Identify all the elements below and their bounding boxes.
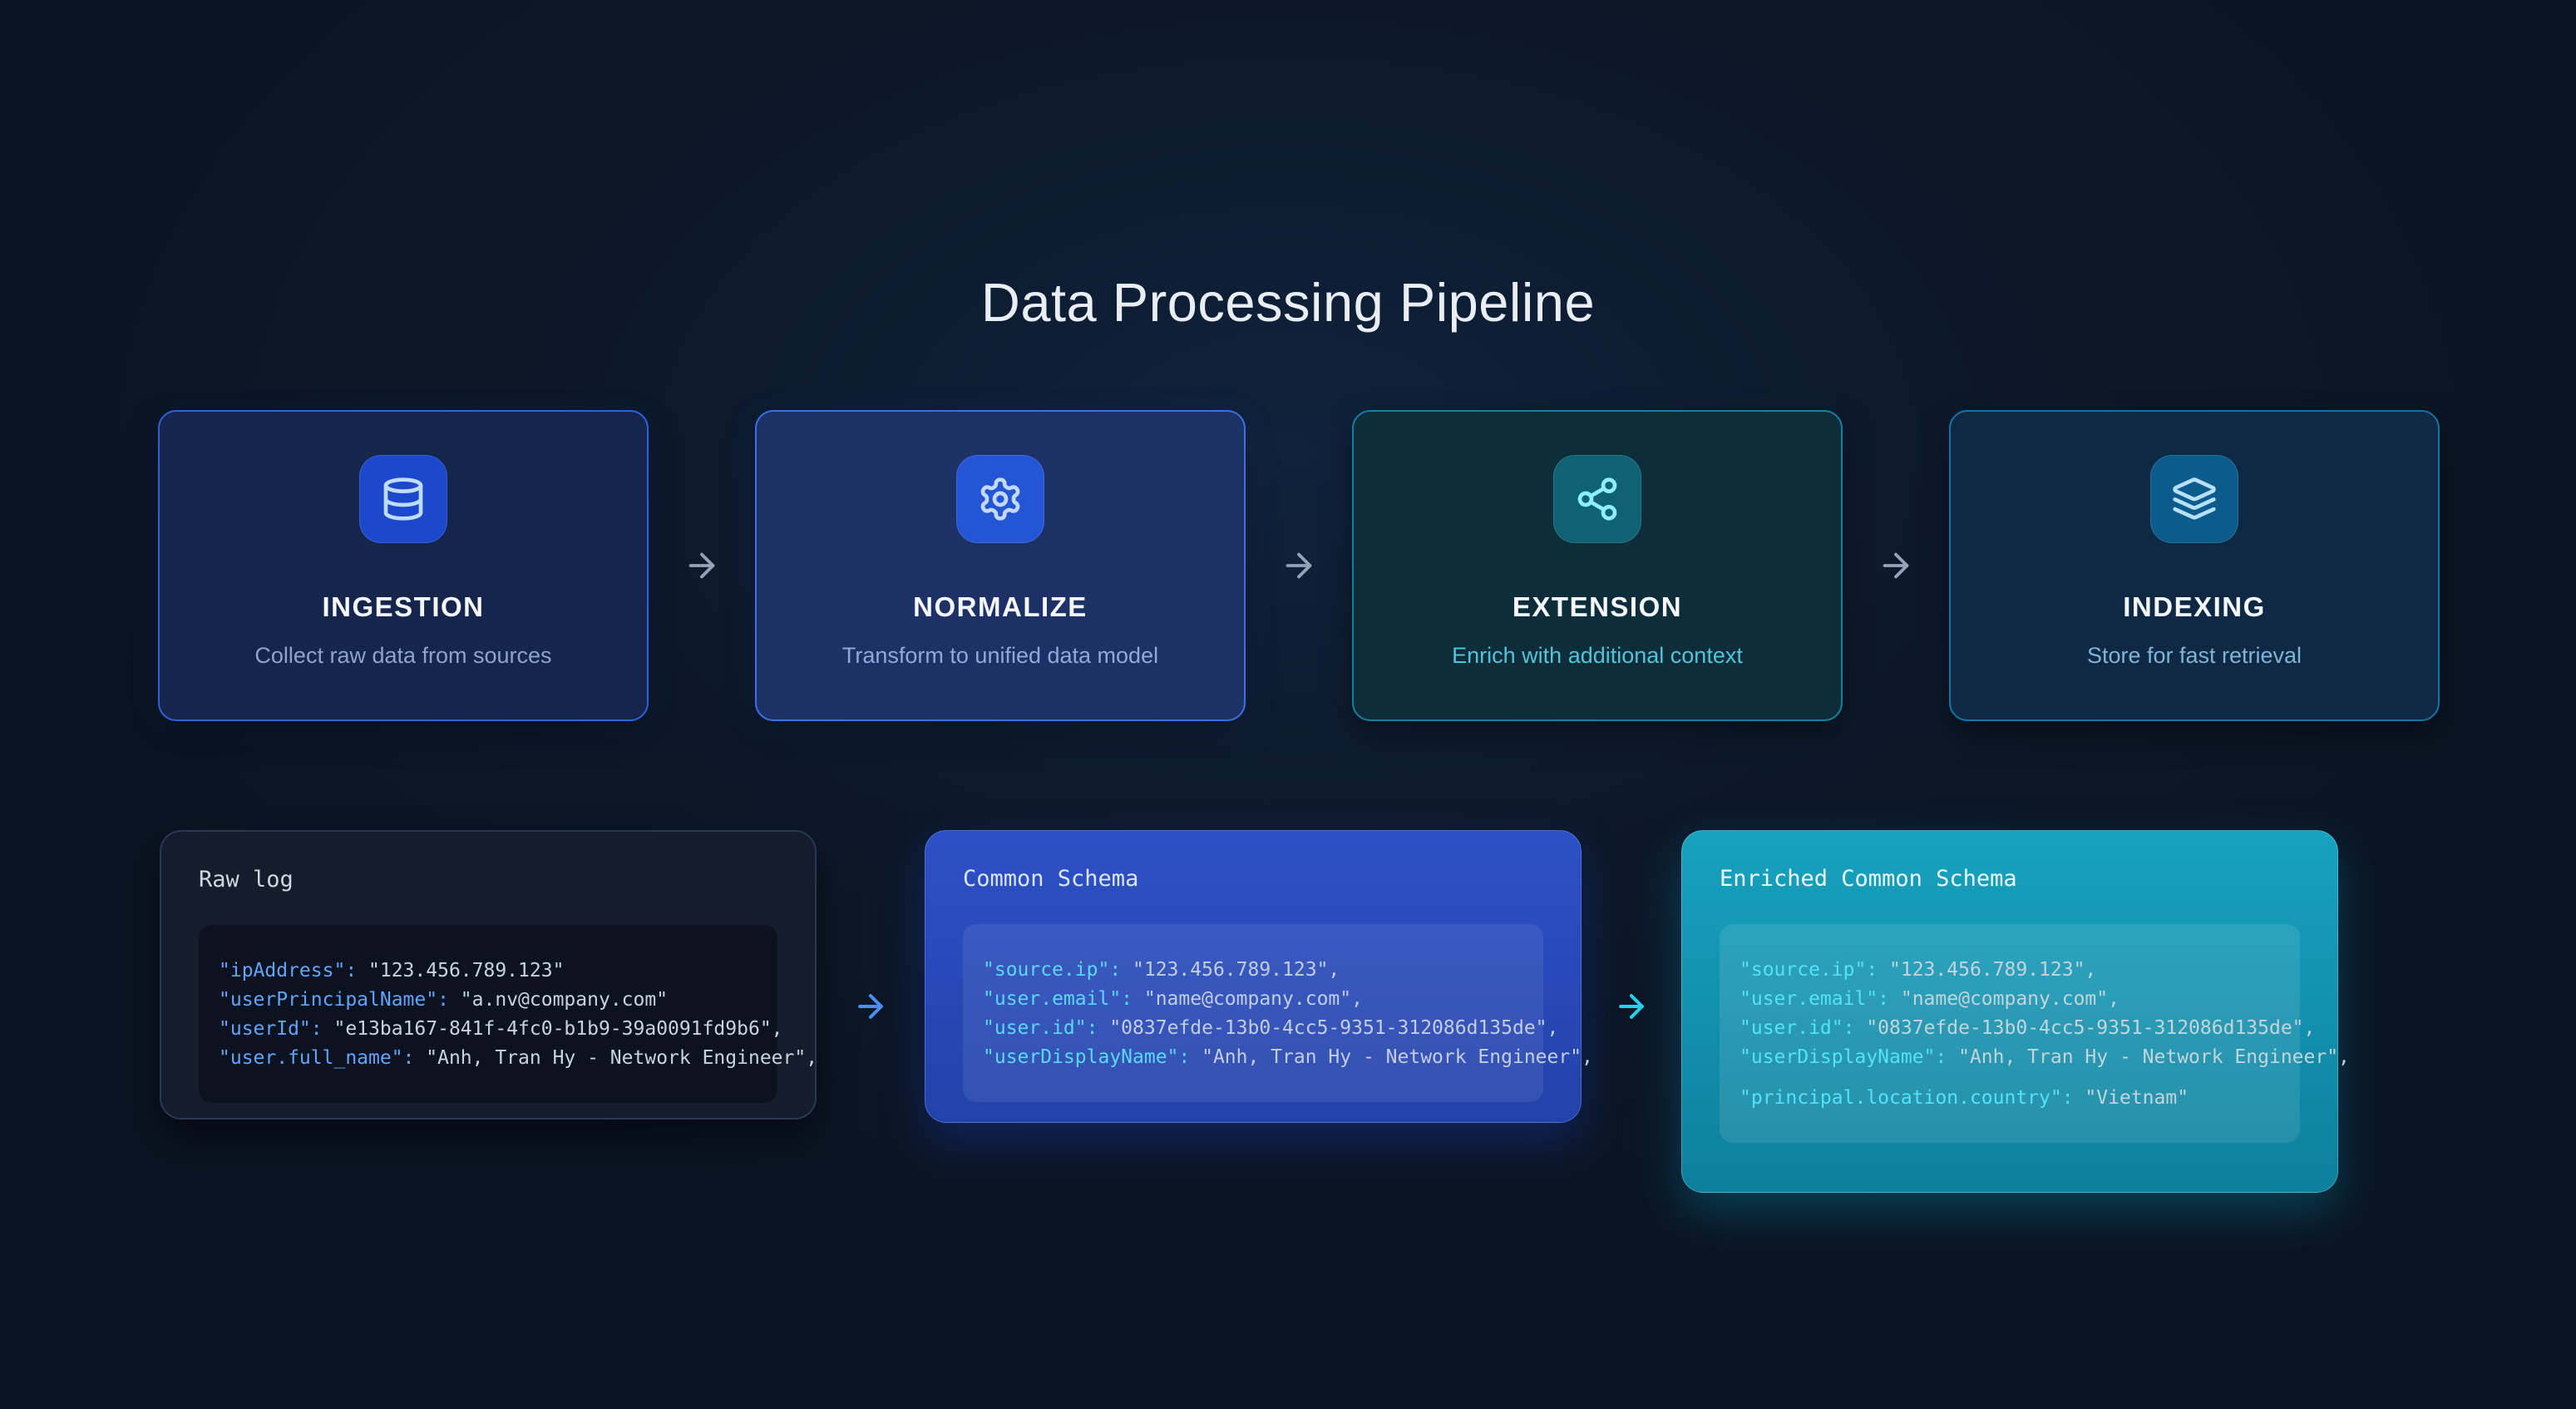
code-line: "userDisplayName": "Anh, Tran Hy - Netwo… <box>983 1046 1593 1068</box>
stage-description: Collect raw data from sources <box>254 643 552 668</box>
code-line: "user.id": "0837efde-13b0-4cc5-9351-3120… <box>983 1017 1559 1039</box>
schema-title: Enriched Common Schema <box>1720 866 2017 892</box>
code-line: "ipAddress": "123.456.789.123" <box>219 960 565 981</box>
schema-title: Raw log <box>199 867 294 892</box>
code-line: "userPrincipalName": "a.nv@company.com" <box>219 989 669 1011</box>
stage-description: Transform to unified data model <box>841 643 1159 668</box>
code-line: "userId": "e13ba167-841f-4fc0-b1b9-39a00… <box>219 1018 783 1040</box>
schema-card-enriched-common-schema: Enriched Common Schema "source.ip": "123… <box>1681 830 2350 1193</box>
page-title: Data Processing Pipeline <box>980 271 1596 333</box>
schema-title: Common Schema <box>963 866 1139 892</box>
stage-description: Enrich with additional context <box>1452 643 1743 668</box>
arrow-right-icon <box>1613 988 1650 1025</box>
code-line: "user.email": "name@company.com", <box>983 988 1363 1010</box>
code-block: "source.ip": "123.456.789.123", "user.ema… <box>1720 924 2350 1143</box>
code-line: "principal.location.country": "Vietnam" <box>1740 1087 2189 1109</box>
database-icon <box>359 455 447 543</box>
arrow-right-icon <box>1280 546 1318 585</box>
code-line: "userDisplayName": "Anh, Tran Hy - Netwo… <box>1740 1046 2350 1068</box>
schema-card-raw-log: Raw log "ipAddress": "123.456.789.123" "u… <box>160 830 817 1120</box>
stage-title: NORMALIZE <box>913 591 1088 622</box>
code-block: "ipAddress": "123.456.789.123" "userPrinc… <box>199 925 818 1103</box>
stage-card-indexing: INDEXING Store for fast retrieval <box>1949 410 2440 721</box>
code-line: "source.ip": "123.456.789.123", <box>983 959 1340 981</box>
stage-title: EXTENSION <box>1512 591 1683 622</box>
code-line: "source.ip": "123.456.789.123", <box>1740 959 2097 981</box>
arrow-right-icon <box>1877 546 1915 585</box>
stage-title: INDEXING <box>2123 591 2266 622</box>
code-block: "source.ip": "123.456.789.123", "user.ema… <box>963 924 1593 1102</box>
layers-icon <box>2150 455 2238 543</box>
code-line: "user.email": "name@company.com", <box>1740 988 2120 1010</box>
schema-card-common-schema: Common Schema "source.ip": "123.456.789.… <box>925 830 1593 1123</box>
arrow-right-icon <box>683 546 721 585</box>
code-line: "user.id": "0837efde-13b0-4cc5-9351-3120… <box>1740 1017 2316 1039</box>
stage-card-extension: EXTENSION Enrich with additional context <box>1352 410 1843 721</box>
arrow-right-icon <box>852 988 889 1025</box>
share-network-icon <box>1553 455 1641 543</box>
stage-card-ingestion: INGESTION Collect raw data from sources <box>158 410 649 721</box>
stage-title: INGESTION <box>322 591 485 622</box>
code-line: "user.full_name": "Anh, Tran Hy - Networ… <box>219 1047 818 1069</box>
gear-icon <box>956 455 1044 543</box>
stage-description: Store for fast retrieval <box>2086 643 2302 668</box>
stage-card-normalize: NORMALIZE Transform to unified data mode… <box>755 410 1246 721</box>
